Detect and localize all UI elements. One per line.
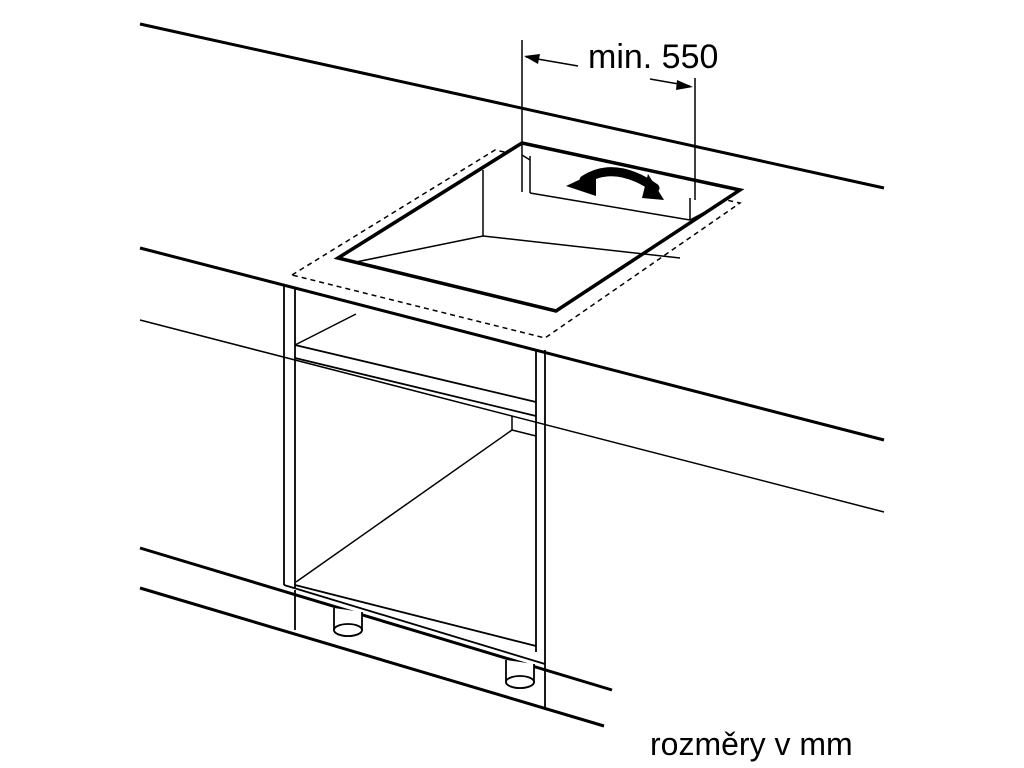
hob-dashed-outline	[290, 149, 742, 339]
plinth-line-lower	[139, 586, 605, 728]
countertop-front-edge-upper	[139, 246, 885, 442]
dimension-label: min. 550	[588, 38, 719, 76]
cabinet-feet	[333, 608, 535, 689]
dimension-arrow-left	[524, 54, 540, 64]
cabinet	[283, 285, 546, 710]
units-note: rozměry v mm	[650, 726, 853, 762]
cutout-interior	[355, 154, 723, 263]
worktop-cutout	[333, 141, 745, 313]
plinth-line-upper	[139, 546, 613, 692]
countertop-back-edge	[139, 22, 885, 190]
dimension-arrow-right	[676, 80, 693, 90]
curved-double-arrow-icon	[566, 167, 664, 200]
